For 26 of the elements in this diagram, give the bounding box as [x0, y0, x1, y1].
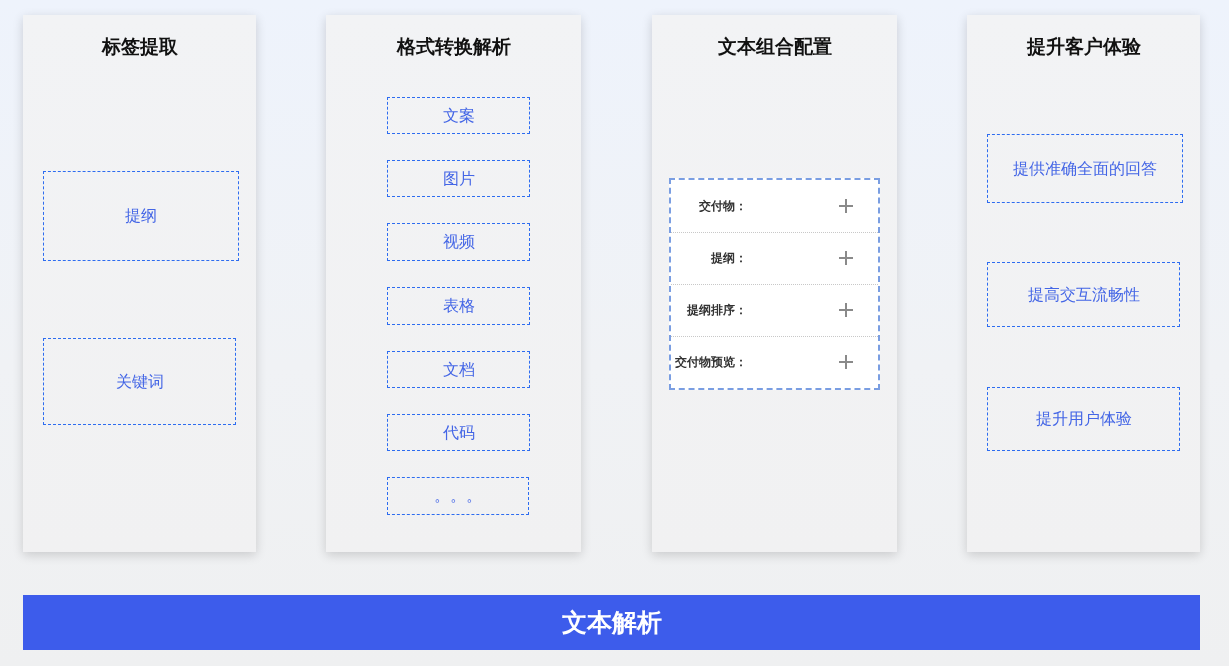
- panel-heading: 文本组合配置: [717, 34, 832, 58]
- tag-box: 提高交互流畅性: [987, 262, 1180, 327]
- tag-box: 文档: [387, 351, 530, 388]
- base-band: 文本解析: [23, 595, 1200, 650]
- field-label: 交付物：: [699, 198, 747, 214]
- column-panel: [967, 15, 1200, 552]
- tag-box: 关键词: [43, 338, 236, 425]
- tag-box: 提纲: [43, 171, 239, 261]
- tag-box: 表格: [387, 287, 530, 325]
- field-label: 交付物预览：: [675, 354, 747, 370]
- tag-box: 视频: [387, 223, 530, 261]
- panel-heading: 提升客户体验: [1026, 34, 1141, 58]
- panel-heading: 格式转换解析: [396, 34, 511, 58]
- column-panel: [652, 15, 897, 552]
- tag-box: 文案: [387, 97, 530, 134]
- form-card: [669, 178, 880, 390]
- field-label: 提纲排序：: [687, 302, 747, 318]
- field-label: 提纲：: [711, 250, 747, 266]
- column-panel: [23, 15, 256, 552]
- tag-box: 代码: [387, 414, 530, 451]
- panel-heading: 标签提取: [101, 34, 178, 58]
- tag-box: 图片: [387, 160, 530, 197]
- tag-box: 提升用户体验: [987, 387, 1180, 451]
- column-panel: [326, 15, 581, 552]
- tag-box: 提供准确全面的回答: [987, 134, 1183, 203]
- tag-box: 。。。: [387, 477, 529, 515]
